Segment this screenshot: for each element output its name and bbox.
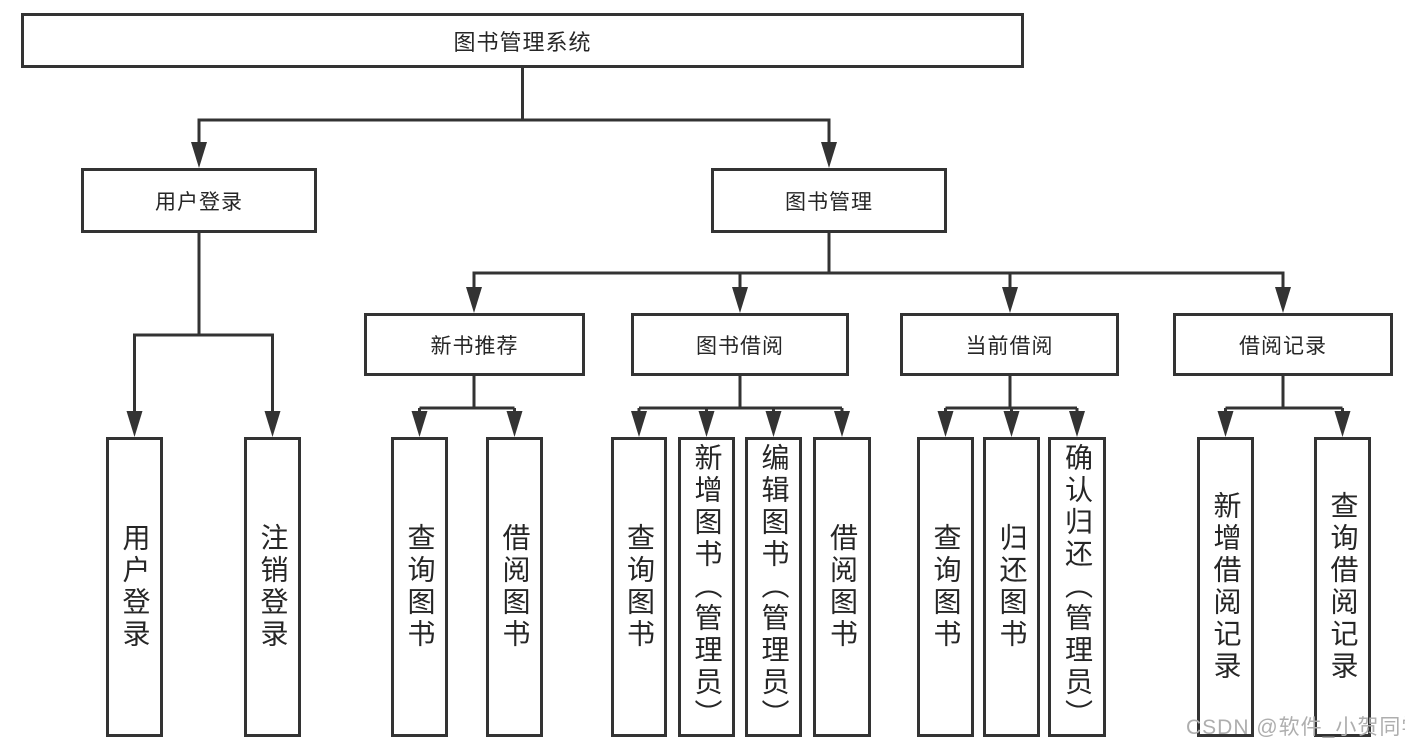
arrow-down-icon [1003, 411, 1020, 437]
csdn-watermark: CSDN @软件_小贺同学 [1186, 716, 1405, 739]
leaf-bb-add-books-admin: 新增图书（管理员） [678, 437, 735, 737]
leaf-logout: 注销登录 [244, 437, 301, 737]
arrow-down-icon [1275, 287, 1291, 313]
arrow-down-icon [411, 411, 428, 437]
node-new-book-recommendation: 新书推荐 [364, 313, 585, 376]
arrow-down-icon [506, 411, 523, 437]
arrow-down-icon [937, 411, 954, 437]
arrow-down-icon [1334, 411, 1351, 437]
arrow-down-icon [631, 411, 647, 437]
leaf-bb-query-books: 查询图书 [611, 437, 667, 737]
arrow-down-icon [1217, 411, 1234, 437]
leaf-br-query-record: 查询借阅记录 [1314, 437, 1371, 737]
arrow-down-icon [1002, 287, 1018, 313]
node-book-borrowing: 图书借阅 [631, 313, 849, 376]
arrow-down-icon [264, 411, 281, 437]
arrow-down-icon [1069, 411, 1085, 437]
node-book-management: 图书管理 [711, 168, 947, 233]
leaf-bb-borrow-books: 借阅图书 [813, 437, 871, 737]
arrow-down-icon [732, 287, 748, 313]
arrow-down-icon [698, 411, 715, 437]
leaf-bb-edit-books-admin: 编辑图书（管理员） [745, 437, 802, 737]
leaf-nbr-query-books: 查询图书 [391, 437, 448, 737]
leaf-cb-query-books: 查询图书 [917, 437, 974, 737]
arrow-down-icon [191, 142, 207, 168]
arrow-down-icon [466, 287, 482, 313]
node-current-borrowing: 当前借阅 [900, 313, 1119, 376]
node-user-login: 用户登录 [81, 168, 317, 233]
leaf-br-add-record: 新增借阅记录 [1197, 437, 1254, 737]
node-borrowing-records: 借阅记录 [1173, 313, 1393, 376]
leaf-nbr-borrow-books: 借阅图书 [486, 437, 543, 737]
node-library-management-system: 图书管理系统 [21, 13, 1024, 68]
arrow-down-icon [834, 411, 850, 437]
arrow-down-icon [765, 411, 782, 437]
leaf-user-login: 用户登录 [106, 437, 163, 737]
arrow-down-icon [821, 142, 837, 168]
arrow-down-icon [126, 411, 143, 437]
leaf-cb-return-books: 归还图书 [983, 437, 1040, 737]
leaf-cb-confirm-return-admin: 确认归还（管理员） [1048, 437, 1106, 737]
